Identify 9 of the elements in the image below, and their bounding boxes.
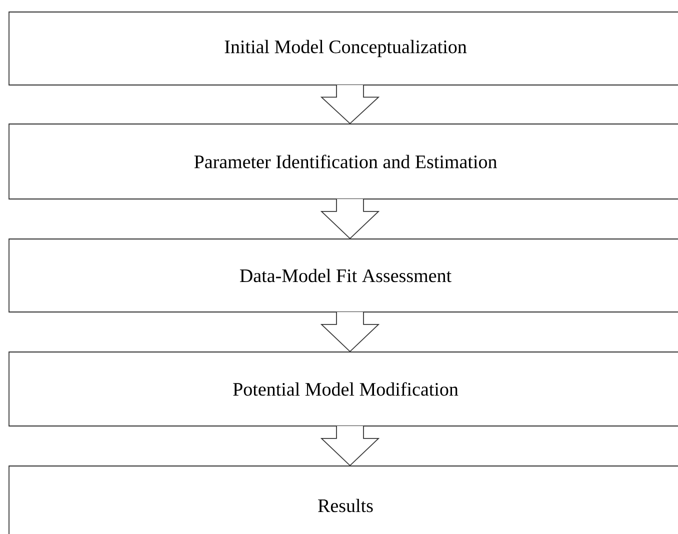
- block-arrow: [320, 312, 380, 352]
- process-box: Data-Model Fit Assessment: [8, 238, 678, 312]
- block-arrow: [320, 426, 380, 466]
- process-box: Results: [8, 466, 678, 534]
- process-box: Parameter Identification and Estimation: [8, 124, 678, 200]
- block-arrow: [320, 198, 380, 240]
- process-box: Initial Model Conceptualization: [8, 12, 678, 86]
- process-box: Potential Model Modification: [8, 352, 678, 426]
- block-arrow: [320, 84, 380, 124]
